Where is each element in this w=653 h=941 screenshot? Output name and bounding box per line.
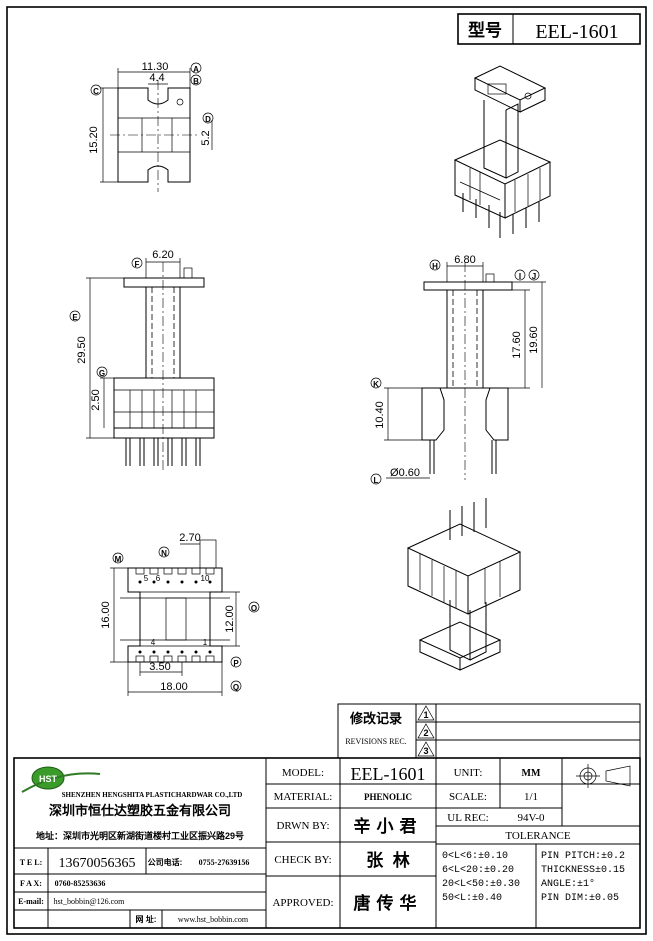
- scale-label: SCALE:: [449, 791, 487, 803]
- company-name-cn: 深圳市恒仕达塑胶五金有限公司: [49, 803, 231, 818]
- dim-bottom-pitch: 3.50: [149, 661, 170, 673]
- view-isometric-1: [453, 65, 552, 238]
- marker-m: M: [115, 555, 122, 564]
- marker-i: I: [519, 272, 521, 281]
- pin-label-1: 1: [203, 638, 208, 647]
- view-bottom: 5 6 10 4 1 2.70 16.00 12.00 3.50 18.00 M…: [100, 532, 260, 696]
- ul-label: UL REC:: [447, 812, 488, 824]
- marker-j: J: [532, 272, 536, 281]
- logo-text: HST: [39, 774, 58, 784]
- revision-row-1: 1: [423, 710, 428, 720]
- pin-label-6: 6: [156, 574, 161, 583]
- email-label: E-mail:: [18, 897, 44, 906]
- tol-right-3: ANGLE:±1°: [541, 878, 595, 890]
- marker-o: O: [251, 604, 257, 613]
- marker-h: H: [432, 262, 438, 271]
- dim-bottom-slot: 2.70: [179, 532, 200, 544]
- company-tel-label: 公司电话:: [148, 857, 183, 867]
- material-value: PHENOLIC: [364, 792, 412, 802]
- title-block: 型号 EEL-1601: [457, 13, 641, 45]
- pin-label-4: 4: [151, 638, 156, 647]
- model-number: EEL-1601: [535, 21, 618, 43]
- fax-label: F A X:: [20, 879, 42, 888]
- company-name-en: SHENZHEN HENGSHITA PLASTICHARDWAR CO.,LT…: [62, 791, 243, 799]
- model-value: EEL-1601: [351, 764, 426, 784]
- company-address: 地址：深圳市光明区新湖街道楼村工业区振兴路29号: [36, 830, 244, 841]
- company-logo: HST: [21, 766, 101, 793]
- sheet-border: [6, 6, 647, 935]
- tel-value: 13670056365: [59, 856, 136, 871]
- revision-row-3: 3: [423, 746, 428, 756]
- marker-a: A: [193, 65, 199, 74]
- check-label: CHECK BY:: [274, 854, 331, 866]
- dim-top-slot: 4.4: [149, 72, 164, 84]
- web-value: www.hst_bobbin.com: [178, 915, 249, 924]
- dim-top-offset: 5.2: [200, 130, 212, 145]
- dim-side-h1: 17.60: [511, 331, 523, 359]
- dim-front-base: 2.50: [90, 389, 102, 410]
- approved-label: APPROVED:: [272, 897, 333, 909]
- unit-value: MM: [522, 768, 541, 779]
- model-label: MODEL:: [282, 767, 324, 779]
- unit-label: UNIT:: [454, 767, 483, 779]
- tol-left-2: 6<L<20:±0.20: [442, 865, 514, 876]
- pin-label-5: 5: [144, 574, 149, 583]
- marker-d: D: [205, 115, 211, 124]
- tol-left-1: 0<L<6:±0.10: [442, 851, 508, 862]
- drawn-value: 辛小君: [354, 816, 423, 836]
- pin-label-10: 10: [201, 574, 210, 583]
- tol-right-2: THICKNESS±0.15: [541, 865, 625, 876]
- company-tel-value: 0755-27639156: [199, 858, 250, 867]
- dim-top-height: 15.20: [88, 126, 100, 154]
- marker-c: C: [93, 87, 99, 96]
- revision-row-2: 2: [423, 728, 428, 738]
- marker-l: L: [374, 476, 379, 485]
- marker-q: Q: [233, 683, 239, 692]
- marker-g: G: [99, 369, 105, 378]
- dim-side-h2: 19.60: [528, 326, 540, 354]
- dim-front-top: 6.20: [152, 249, 173, 261]
- marker-k: K: [373, 380, 379, 389]
- dim-bottom-inner: 12.00: [224, 605, 236, 633]
- tel-label: T E L:: [20, 858, 43, 867]
- ul-value: 94V-0: [517, 812, 545, 824]
- model-label-cn: 型号: [468, 20, 502, 40]
- projection-symbol-icon: [576, 764, 631, 788]
- email-value: hst_bobbin@126.com: [54, 897, 125, 906]
- marker-n: N: [161, 549, 167, 558]
- marker-p: P: [233, 659, 239, 668]
- tol-right-4: PIN DIM:±0.05: [541, 893, 619, 904]
- tol-right-1: PIN PITCH:±0.2: [541, 851, 625, 862]
- material-label: MATERIAL:: [274, 791, 333, 803]
- view-top: 11.30 4.4 15.20 5.2 A B C D: [88, 61, 214, 192]
- view-isometric-2: [406, 498, 522, 671]
- scale-value: 1/1: [524, 791, 538, 803]
- tolerance-label: TOLERANCE: [505, 830, 570, 842]
- view-front: 6.20 29.50 2.50 F E G: [69, 249, 215, 470]
- marker-e: E: [72, 313, 78, 322]
- marker-f: F: [135, 260, 140, 269]
- revision-label-cn: 修改记录: [349, 711, 402, 726]
- dim-top-width: 11.30: [142, 61, 169, 73]
- web-label: 网 址:: [136, 914, 157, 924]
- revision-label-en: REVISIONS REC.: [345, 737, 406, 746]
- marker-b: B: [193, 77, 199, 86]
- revision-block: 修改记录 REVISIONS REC. 1 2 3: [337, 703, 641, 759]
- view-side: 6.80 17.60 19.60 10.40 Ø0.60 H I J K L: [370, 254, 546, 485]
- check-value: 张 林: [366, 850, 409, 870]
- tol-left-4: 50<L:±0.40: [442, 893, 502, 904]
- info-table: [13, 757, 641, 929]
- dim-front-height: 29.50: [76, 336, 88, 364]
- approved-value: 唐传华: [354, 893, 423, 913]
- dim-side-pin-dia: Ø0.60: [390, 467, 420, 479]
- fax-value: 0760-85253636: [55, 879, 106, 888]
- tol-left-3: 20<L<50:±0.30: [442, 879, 520, 890]
- dim-side-top: 6.80: [454, 254, 475, 266]
- dim-bottom-height: 16.00: [100, 601, 112, 629]
- dim-bottom-width: 18.00: [160, 681, 188, 693]
- drawn-label: DRWN BY:: [276, 820, 329, 832]
- dim-side-pin: 10.40: [374, 401, 386, 429]
